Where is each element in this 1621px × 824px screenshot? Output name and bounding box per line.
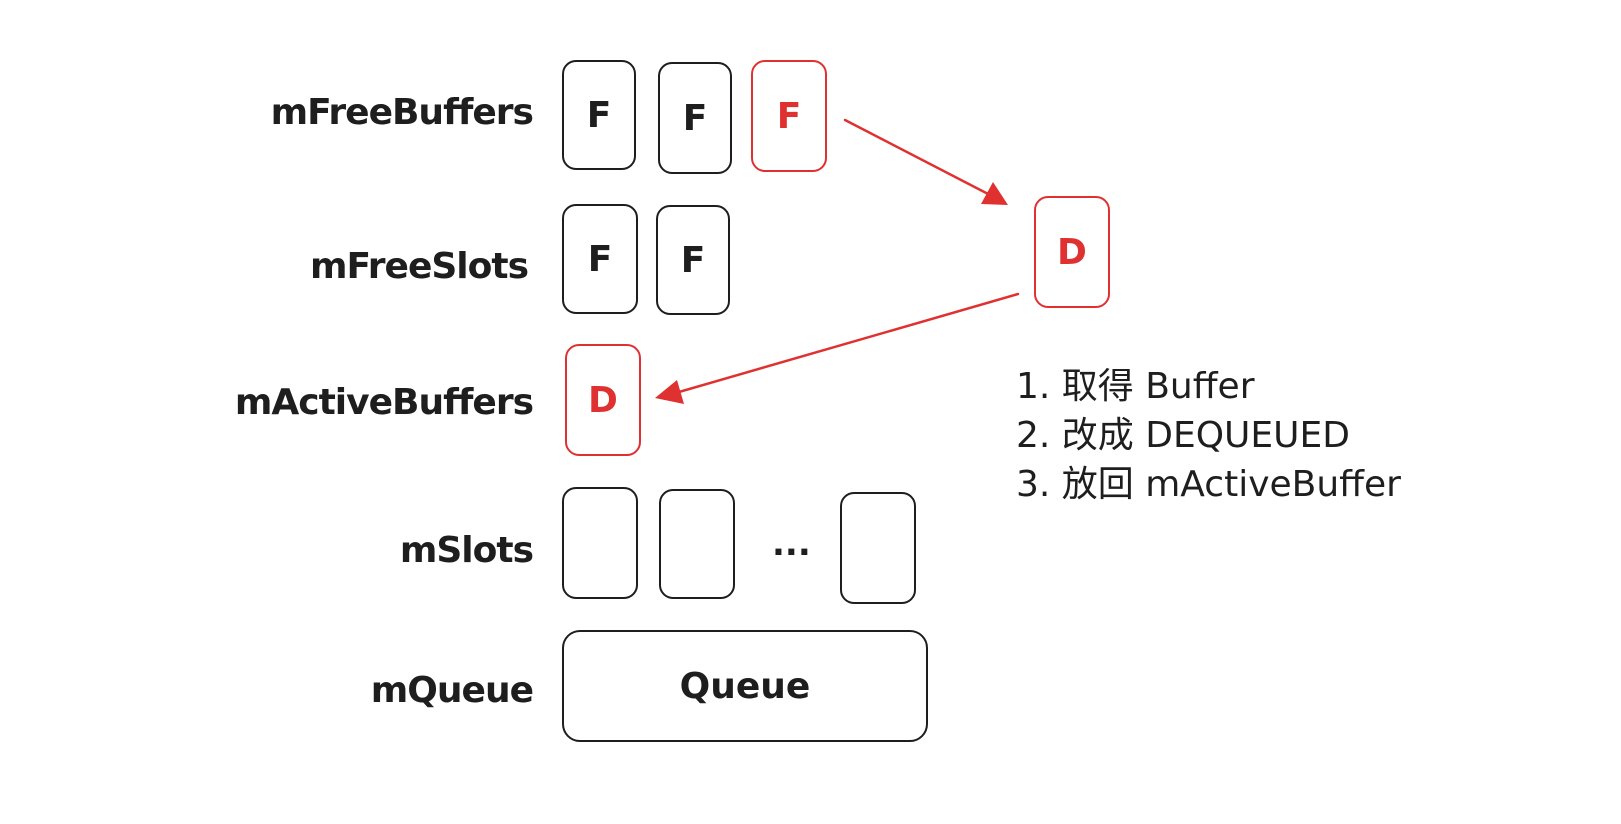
label-free-slots: mFreeSlots bbox=[309, 246, 529, 287]
arrow-to-dequeued bbox=[843, 118, 1008, 205]
step-notes: 1. 取得 Buffer 2. 改成 DEQUEUED 3. 放回 mActiv… bbox=[1016, 362, 1401, 509]
slot-box bbox=[659, 489, 735, 599]
step-3: 3. 放回 mActiveBuffer bbox=[1016, 464, 1401, 505]
free-slot-box: F bbox=[656, 205, 730, 315]
slot-box bbox=[562, 487, 638, 599]
step-1: 1. 取得 Buffer bbox=[1016, 366, 1255, 407]
free-buffer-box: F bbox=[562, 60, 636, 170]
dequeued-buffer-box: D bbox=[1034, 196, 1110, 308]
active-buffer-box: D bbox=[565, 344, 641, 456]
label-queue: mQueue bbox=[370, 670, 534, 711]
slots-ellipsis: ... bbox=[772, 524, 811, 564]
arrow-to-active-buffers bbox=[655, 292, 1020, 404]
step-2: 2. 改成 DEQUEUED bbox=[1016, 415, 1350, 456]
label-slots: mSlots bbox=[399, 530, 534, 571]
free-buffer-box: F bbox=[658, 62, 732, 174]
slot-box bbox=[840, 492, 916, 604]
label-active-buffers: mActiveBuffers bbox=[234, 382, 534, 423]
free-slot-box: F bbox=[562, 204, 638, 314]
free-buffer-box-selected: F bbox=[751, 60, 827, 172]
label-free-buffers: mFreeBuffers bbox=[270, 92, 534, 133]
queue-box: Queue bbox=[562, 630, 928, 742]
